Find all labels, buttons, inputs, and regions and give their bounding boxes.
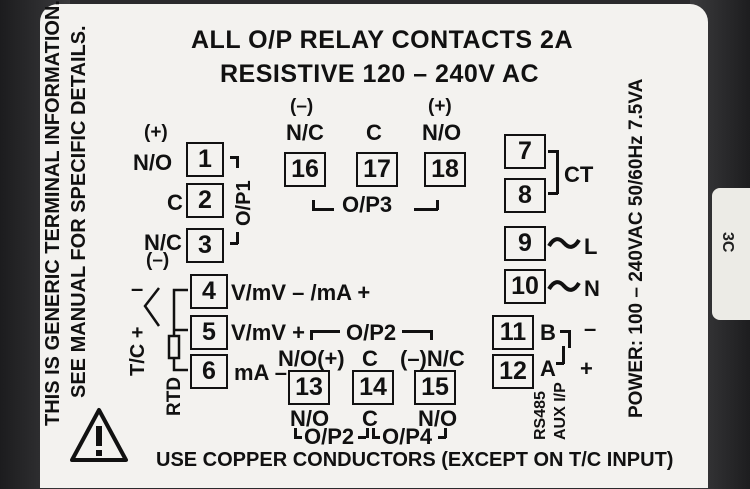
t2-label: C [167, 190, 183, 215]
terminal-14: 14 [352, 370, 394, 405]
warning-triangle-icon [70, 408, 128, 462]
t13-bottom-label: N/O [290, 406, 330, 431]
tc-label: T/C + [127, 326, 149, 376]
op3-label: O/P3 [342, 192, 393, 217]
rs485-a-label: A [540, 356, 556, 381]
neutral-label: N [584, 276, 600, 301]
t5-label: V/mV + [231, 320, 305, 345]
power-rating: POWER: 100 – 240VAC 50/60Hz 7.5VA [626, 78, 647, 418]
rs485-b-label: B [540, 320, 556, 345]
op4-bottom-label: O/P4 [382, 424, 433, 449]
line-label: L [584, 234, 598, 259]
terminal-10: 10 [504, 269, 546, 304]
ct-label: CT [564, 162, 594, 187]
op2-top-label: O/P2 [346, 320, 397, 345]
ac-wave-icon-l [547, 237, 581, 249]
terminal-16: 16 [284, 152, 326, 187]
terminal-17: 17 [356, 152, 398, 187]
header-line-1: ALL O/P RELAY CONTACTS 2A [191, 26, 574, 54]
op2-bottom-label: O/P2 [304, 424, 355, 449]
see-manual-note: SEE MANUAL FOR SPECIFIC DETAILS. [68, 25, 90, 398]
op1-label: O/P1 [233, 180, 255, 226]
terminal-11: 11 [492, 315, 534, 350]
header-line-2: RESISTIVE 120 – 240V AC [220, 60, 540, 88]
t3-polarity: (–) [146, 250, 170, 271]
terminal-13: 13 [288, 370, 330, 405]
t1-label: N/O [133, 150, 173, 175]
t4-label: V/mV – /mA + [231, 280, 371, 305]
t18-label: N/O [422, 120, 462, 145]
t15-bottom-label: N/O [418, 406, 458, 431]
t17-label: C [366, 120, 382, 145]
terminal-8: 8 [504, 178, 546, 213]
t14-bottom-label: C [362, 406, 378, 431]
side-tab-text: 3C [719, 232, 736, 253]
terminal-5: 5 [190, 315, 228, 350]
t18-polarity: (+) [428, 96, 452, 117]
side-tab-label: 3C [712, 188, 750, 320]
rs485-label: RS485 [532, 391, 549, 440]
t13-label: N/O(+) [278, 346, 345, 371]
generic-info-note: THIS IS GENERIC TERMINAL INFORMATION. [42, 0, 64, 426]
terminal-9: 9 [504, 226, 546, 261]
aux-minus: – [584, 316, 597, 341]
terminal-label-sticker: ALL O/P RELAY CONTACTS 2A RESISTIVE 120 … [40, 0, 708, 488]
terminal-6: 6 [190, 354, 228, 389]
t3-label: N/C [144, 230, 182, 255]
ac-wave-icon-n [547, 280, 581, 292]
t16-label: N/C [286, 120, 324, 145]
tc-minus: – [131, 276, 144, 301]
rtd-symbol-icon [167, 288, 188, 372]
t6-label: mA – [234, 360, 287, 385]
t16-polarity: (–) [290, 96, 314, 117]
thermocouple-symbol-icon [143, 287, 161, 327]
terminal-18: 18 [424, 152, 466, 187]
terminal-2: 2 [186, 183, 224, 218]
terminal-1: 1 [186, 142, 224, 177]
copper-conductors-warning: USE COPPER CONDUCTORS (EXCEPT ON T/C INP… [156, 449, 674, 471]
t1-polarity: (+) [144, 122, 168, 143]
t15-label: (–)N/C [400, 346, 465, 371]
aux-ip-label: AUX I/P [552, 382, 569, 440]
terminal-15: 15 [414, 370, 456, 405]
terminal-12: 12 [492, 354, 534, 389]
rtd-label: RTD [164, 376, 185, 416]
t14-label: C [362, 346, 378, 371]
terminal-4: 4 [190, 274, 228, 309]
terminal-3: 3 [186, 228, 224, 263]
aux-plus: + [580, 356, 593, 381]
terminal-7: 7 [504, 134, 546, 169]
